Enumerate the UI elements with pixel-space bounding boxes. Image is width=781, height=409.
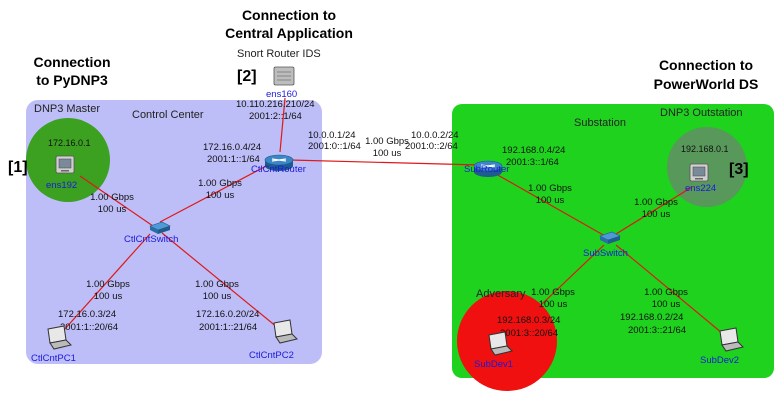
addr-subdev1-ipv4: 192.168.0.3/24 — [497, 315, 560, 326]
link-router-switch-latency: 100 us — [206, 190, 235, 201]
link-subdev1-latency: 100 us — [539, 299, 568, 310]
link-subswitch-subdev1 — [501, 244, 605, 343]
switch-icon[interactable] — [149, 221, 171, 234]
addr-ens160-ipv6: 2001:2::1/64 — [249, 111, 302, 122]
address-labels: 10.110.216.210/24 2001:2::1/64 172.16.0.… — [58, 99, 686, 339]
link-pc2-bandwidth: 1.00 Gbps — [195, 279, 239, 290]
addr-pc1-ipv4: 172.16.0.3/24 — [58, 309, 116, 320]
link-pc1-latency: 100 us — [94, 291, 123, 302]
link-subrouter-subswitch — [495, 173, 606, 237]
callout-powerworld-line2: PowerWorld DS — [654, 76, 759, 92]
callout-pydnp3-line2: to PyDNP3 — [36, 72, 108, 88]
addr-router-lan-ipv4: 172.16.0.4/24 — [203, 142, 261, 153]
node-ctlcnt-router-label[interactable]: CtlCntRouter — [251, 164, 306, 175]
laptop-icon[interactable] — [719, 327, 744, 352]
server-icon[interactable] — [273, 66, 295, 86]
addr-subdev2-ipv4: 192.168.0.2/24 — [620, 312, 683, 323]
node-ctlcnt-switch-label[interactable]: CtlCntSwitch — [124, 234, 178, 245]
link-subdev2-bandwidth: 1.00 Gbps — [644, 287, 688, 298]
ens192-ip: 172.16.0.1 — [48, 138, 91, 148]
link-wan-bandwidth: 1.00 Gbps — [365, 136, 409, 147]
link-pc1-bandwidth: 1.00 Gbps — [86, 279, 130, 290]
addr-router-lan-ipv6: 2001:1::1/64 — [207, 154, 260, 165]
link-ens192-bandwidth: 1.00 Gbps — [90, 192, 134, 203]
addr-sub-wan-ipv4: 10.0.0.2/24 — [411, 130, 459, 141]
link-subdev2-latency: 100 us — [652, 299, 681, 310]
callout-pydnp3-line1: Connection — [34, 54, 111, 70]
switch-icon[interactable] — [599, 231, 621, 244]
addr-pc1-ipv6: 2001:1::20/64 — [60, 322, 118, 333]
ens224-ip: 192.168.0.1 — [681, 144, 729, 154]
node-sub-switch-label[interactable]: SubSwitch — [583, 248, 628, 259]
laptop-icon[interactable] — [47, 325, 72, 350]
addr-sub-lan-ipv6: 2001:3::1/64 — [506, 157, 559, 168]
addr-pc2-ipv6: 2001:1::21/64 — [199, 322, 257, 333]
node-ens224-label[interactable]: ens224 — [685, 183, 716, 194]
desktop-icon[interactable] — [55, 155, 75, 174]
addr-sub-wan-ipv6: 2001:0::2/64 — [405, 141, 458, 152]
addr-pc2-ipv4: 172.16.0.20/24 — [196, 309, 259, 320]
desktop-icon[interactable] — [689, 163, 709, 182]
node-ens192-label[interactable]: ens192 — [46, 180, 77, 191]
callout-powerworld-line1: Connection to — [659, 57, 753, 73]
link-ens192-switch — [79, 175, 154, 227]
addr-ens160-ipv4: 10.110.216.210/24 — [236, 99, 315, 110]
callout-central-line2: Central Application — [225, 25, 353, 41]
link-labels: 1.00 Gbps 100 us 1.00 Gbps 100 us 1.00 G… — [86, 136, 688, 310]
callout-marker-1: [1] — [8, 159, 28, 176]
node-subdev1-label[interactable]: SubDev1 — [474, 359, 513, 370]
callout-central-line1: Connection to — [242, 7, 336, 23]
link-switch-pc2 — [161, 232, 284, 333]
link-subswitch-subdev2 — [615, 244, 729, 339]
link-switch-pc1 — [54, 233, 151, 341]
addr-sub-lan-ipv4: 192.168.0.4/24 — [502, 145, 565, 156]
laptop-icon[interactable] — [488, 331, 513, 356]
link-ens160-router — [279, 97, 286, 153]
router-icon[interactable] — [264, 154, 294, 171]
addr-subdev1-ipv6: 2001:3::20/64 — [500, 328, 558, 339]
control-center-label: Control Center — [132, 109, 204, 121]
dnp3-master-label: DNP3 Master — [34, 103, 100, 115]
link-ens224-latency: 100 us — [642, 209, 671, 220]
router-icon[interactable] — [473, 160, 503, 177]
area-labels: Control Center Substation DNP3 Master DN… — [34, 48, 743, 300]
link-wan-latency: 100 us — [373, 148, 402, 159]
node-subdev2-label[interactable]: SubDev2 — [700, 355, 739, 366]
link-subrouter-bandwidth: 1.00 Gbps — [528, 183, 572, 194]
link-pc2-latency: 100 us — [203, 291, 232, 302]
node-labels: ens192 ens160 CtlCntRouter CtlCntSwitch … — [31, 89, 739, 370]
node-ens160-label[interactable]: ens160 — [266, 89, 297, 100]
addr-subdev2-ipv6: 2001:3::21/64 — [628, 325, 686, 336]
laptop-icon[interactable] — [273, 319, 298, 344]
link-subdev1-bandwidth: 1.00 Gbps — [531, 287, 575, 298]
addr-router-wan-ipv4: 10.0.0.1/24 — [308, 130, 356, 141]
adversary-label: Adversary — [476, 288, 526, 300]
node-sub-router-label[interactable]: SubRouter — [464, 164, 509, 175]
dnp3-outstation-label: DNP3 Outstation — [660, 107, 743, 119]
link-router-switch — [159, 163, 271, 223]
link-ens192-latency: 100 us — [98, 204, 127, 215]
callout-marker-3: [3] — [729, 161, 749, 178]
link-ens224-subswitch — [615, 186, 693, 235]
callout-marker-2: [2] — [237, 68, 257, 85]
link-subrouter-latency: 100 us — [536, 195, 565, 206]
snort-label: Snort Router IDS — [237, 48, 321, 60]
substation-label: Substation — [574, 117, 626, 129]
node-ctlcnt-pc2-label[interactable]: CtlCntPC2 — [249, 350, 294, 361]
node-ctlcnt-pc1-label[interactable]: CtlCntPC1 — [31, 353, 76, 364]
links — [54, 97, 729, 343]
callouts: Connection to PyDNP3 Connection to Centr… — [8, 7, 758, 178]
link-router-switch-bandwidth: 1.00 Gbps — [198, 178, 242, 189]
addr-router-wan-ipv6: 2001:0::1/64 — [308, 141, 361, 152]
link-router-subrouter — [289, 159, 481, 166]
link-ens224-bandwidth: 1.00 Gbps — [634, 197, 678, 208]
adversary-zone — [457, 291, 557, 391]
